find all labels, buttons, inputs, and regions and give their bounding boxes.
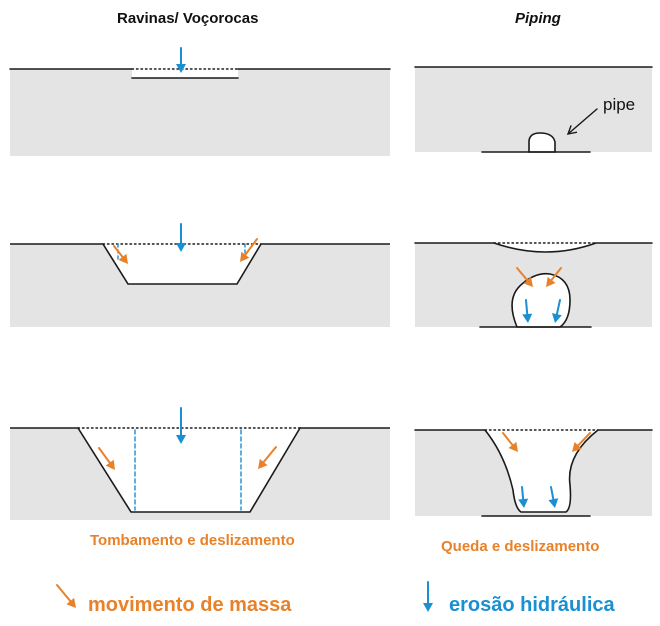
legend-hydraulic-erosion-label: erosão hidráulica (449, 594, 615, 616)
legend-orange-arrow-icon-head (66, 597, 76, 608)
ravina-stage3-channel (78, 428, 300, 512)
pipe-label: pipe (603, 95, 636, 114)
piping-stage3-blue-arrow-left (521, 486, 525, 501)
piping-stage2-blue-arrow-right (555, 299, 561, 316)
piping-stage3-blue-arrow-right-head (548, 498, 559, 508)
ravina-stage3-outline (10, 427, 390, 513)
ravina-stage3-blue-arrow-head (176, 435, 186, 444)
ravina-stage2-channel (103, 244, 261, 284)
piping-stage3-outline (484, 429, 599, 513)
ravina-stage1-soil (10, 69, 390, 156)
ravina-stage1-cut (132, 69, 238, 78)
caption-tombamento: Tombamento e deslizamento (90, 532, 295, 549)
piping-stage2-orange-arrow-right (550, 267, 562, 281)
title-piping: Piping (515, 10, 561, 27)
piping-stage1-pipe (528, 132, 556, 153)
pipe-pointer-head (566, 125, 578, 135)
caption-queda: Queda e deslizamento (441, 538, 600, 555)
pipe-pointer (567, 108, 598, 135)
legend-blue-arrow-icon-head (423, 603, 433, 612)
piping-stage2-blue-arrow-right-head (552, 313, 562, 323)
piping-stage3-orange-arrow-left (502, 432, 514, 446)
piping-stage2-blue-arrow-left (525, 299, 529, 316)
ravina-stage2-blue-arrow-head (176, 243, 186, 252)
ravina-stage2-orange-arrow-right-head (240, 251, 250, 262)
ravina-stage2-orange-arrow-right (244, 238, 258, 256)
legend-mass-movement-label: movimento de massa (88, 594, 292, 616)
piping-stage3-blue-arrow-right (550, 486, 555, 501)
piping-stage3-orange-arrow-right (577, 432, 591, 447)
ravina-stage2-orange-arrow-left (113, 245, 124, 258)
ravina-stage3-orange-arrow-right (262, 446, 277, 464)
ravina-stage2-orange-arrow-left-head (118, 253, 128, 264)
piping-stage2-orange-arrow-left (516, 267, 529, 282)
title-ravinas: Ravinas/ Voçorocas (117, 10, 259, 27)
ravina-stage3-orange-arrow-right-head (258, 458, 268, 469)
ravina-stage2-outline (10, 243, 390, 285)
piping-stage3-blue-arrow-left-head (518, 498, 529, 508)
piping-stage3-orange-arrow-left-head (508, 441, 518, 452)
ravina-stage3-orange-arrow-left (98, 447, 111, 464)
piping-stage2-orange-arrow-left-head (523, 276, 533, 287)
ravina-stage1-blue-arrow-head (176, 64, 186, 73)
legend-orange-arrow-icon (56, 584, 72, 603)
piping-stage3-orange-arrow-right-head (572, 442, 582, 452)
piping-stage2-depression-line (493, 242, 597, 253)
ravina-stage3-orange-arrow-left-head (105, 459, 115, 470)
piping-stage2-blue-arrow-left-head (522, 313, 533, 323)
piping-stage2-orange-arrow-right-head (546, 276, 556, 287)
